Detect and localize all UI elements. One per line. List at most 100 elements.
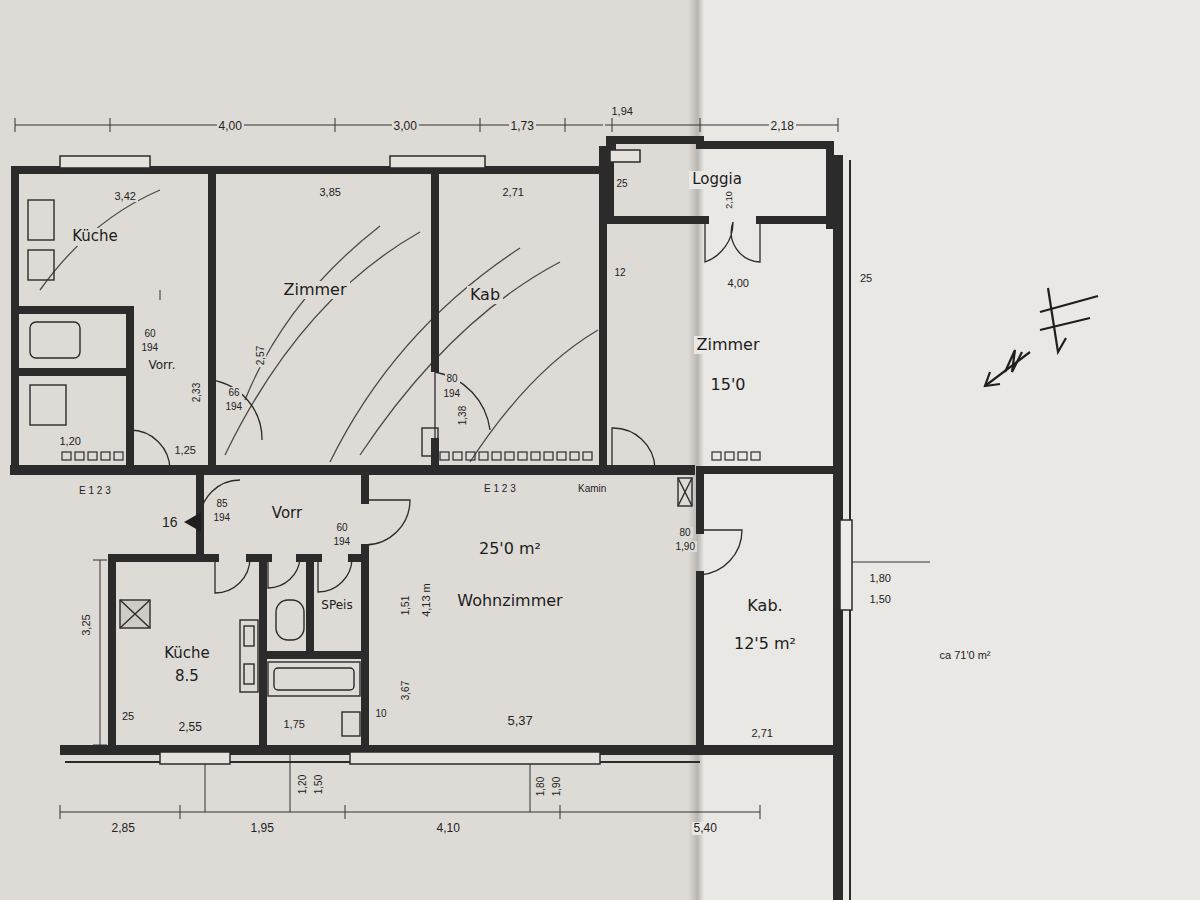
dimension-label: 1,75	[282, 718, 307, 730]
dimension-label: 3,85	[318, 186, 343, 198]
wall	[15, 310, 130, 470]
fixture	[244, 664, 254, 684]
wall	[361, 478, 369, 750]
dimension-label: 1,50	[868, 593, 893, 605]
door-swing	[130, 220, 760, 593]
wall	[15, 465, 690, 475]
paper	[700, 0, 1200, 900]
dimension-label: 80	[445, 373, 460, 384]
room-label: SPeis	[318, 599, 355, 613]
window	[390, 156, 485, 168]
fixture	[342, 712, 360, 736]
room-name: Vorr.	[146, 359, 179, 373]
window	[60, 156, 150, 168]
room-name: Kab	[467, 286, 503, 304]
hatching	[40, 190, 160, 290]
room-area: 8.5	[172, 668, 202, 685]
room-label: Kab	[467, 286, 503, 304]
dimension-label: 4,10	[435, 822, 462, 835]
door-swing	[130, 430, 170, 470]
dimension-line	[93, 560, 107, 745]
dimension-label: 2,10	[725, 189, 735, 211]
dimension-label: 12	[613, 267, 628, 278]
radiator	[712, 452, 721, 460]
room-label: Kab.12'5 m²	[731, 597, 799, 654]
wall	[603, 140, 830, 225]
north-arrow	[985, 372, 1000, 386]
radiator	[557, 452, 566, 460]
dimension-label: 25	[858, 272, 874, 284]
dimension-label: 1,73	[509, 120, 536, 133]
dimension-label: ca 71'0 m²	[938, 649, 993, 661]
door-swing	[318, 558, 352, 592]
hatching	[225, 232, 420, 455]
fixture	[30, 385, 66, 425]
fixture	[422, 428, 438, 456]
hatching	[360, 262, 560, 455]
north-arrow	[985, 288, 1098, 386]
dimension-label: 1,25	[173, 444, 198, 456]
dimension-label: 1,20	[58, 435, 83, 447]
dimension-label: E 1 2 3	[482, 483, 518, 494]
dimension-label: 4,00	[217, 120, 244, 133]
room-label: Küche	[69, 228, 121, 245]
dimension-label: 1,80	[868, 572, 893, 584]
room-name: Küche	[161, 645, 213, 662]
fixture	[678, 478, 692, 506]
dimension-label: 2,33	[191, 380, 202, 403]
dimension-line	[160, 290, 161, 300]
dimension-line	[605, 118, 838, 132]
fixture	[244, 626, 254, 646]
wall	[108, 558, 116, 750]
dimension-label: 194	[140, 342, 161, 353]
wall	[599, 150, 607, 470]
wall	[696, 478, 704, 748]
dimension-label: 2,57	[255, 343, 266, 366]
dimension-label: 5,37	[506, 714, 535, 728]
radiator	[583, 452, 592, 460]
hatching	[245, 226, 380, 400]
dimension-label: 1,38	[457, 403, 468, 426]
room-area: 15'0	[708, 376, 749, 394]
door-swing	[212, 380, 262, 440]
wall	[11, 170, 19, 470]
door-swing	[705, 220, 760, 262]
hatching	[330, 248, 520, 462]
radiator	[453, 452, 462, 460]
radiator	[88, 452, 97, 460]
radiator	[62, 452, 760, 460]
door-swing	[215, 558, 250, 593]
window	[610, 150, 640, 162]
door-swing	[435, 372, 490, 442]
dimension-line	[15, 118, 930, 819]
fixture	[276, 600, 304, 640]
dimension-label: Kamin	[576, 483, 608, 494]
radiator	[440, 452, 449, 460]
fixture	[240, 620, 258, 692]
door-swing	[612, 428, 655, 470]
fixture	[678, 478, 692, 506]
dimension-label: 60	[335, 522, 350, 533]
entrance-arrow	[186, 514, 200, 530]
dimension-label: 2,55	[177, 721, 204, 734]
room-label: Zimmer	[281, 281, 350, 299]
hatching	[470, 330, 598, 462]
door-swing	[268, 558, 300, 588]
dimension-label: 2,85	[110, 822, 137, 835]
dimension-label: 1,80	[535, 774, 546, 797]
room-name: Zimmer	[694, 336, 763, 354]
north-arrow	[1048, 288, 1066, 352]
dimension-label: 3,00	[392, 120, 419, 133]
dimension-label: 3,42	[113, 190, 138, 202]
radiator	[75, 452, 84, 460]
radiator	[518, 452, 527, 460]
room-area: 25'0 m²	[476, 540, 544, 558]
room-name: Wohnzimmer	[454, 592, 565, 610]
dimension-label: 10	[374, 708, 389, 719]
dimension-label: 25	[615, 178, 630, 189]
dimension-label: 1,90	[551, 774, 562, 797]
radiator	[725, 452, 734, 460]
dimension-label: 16	[160, 515, 180, 530]
window	[350, 752, 600, 764]
